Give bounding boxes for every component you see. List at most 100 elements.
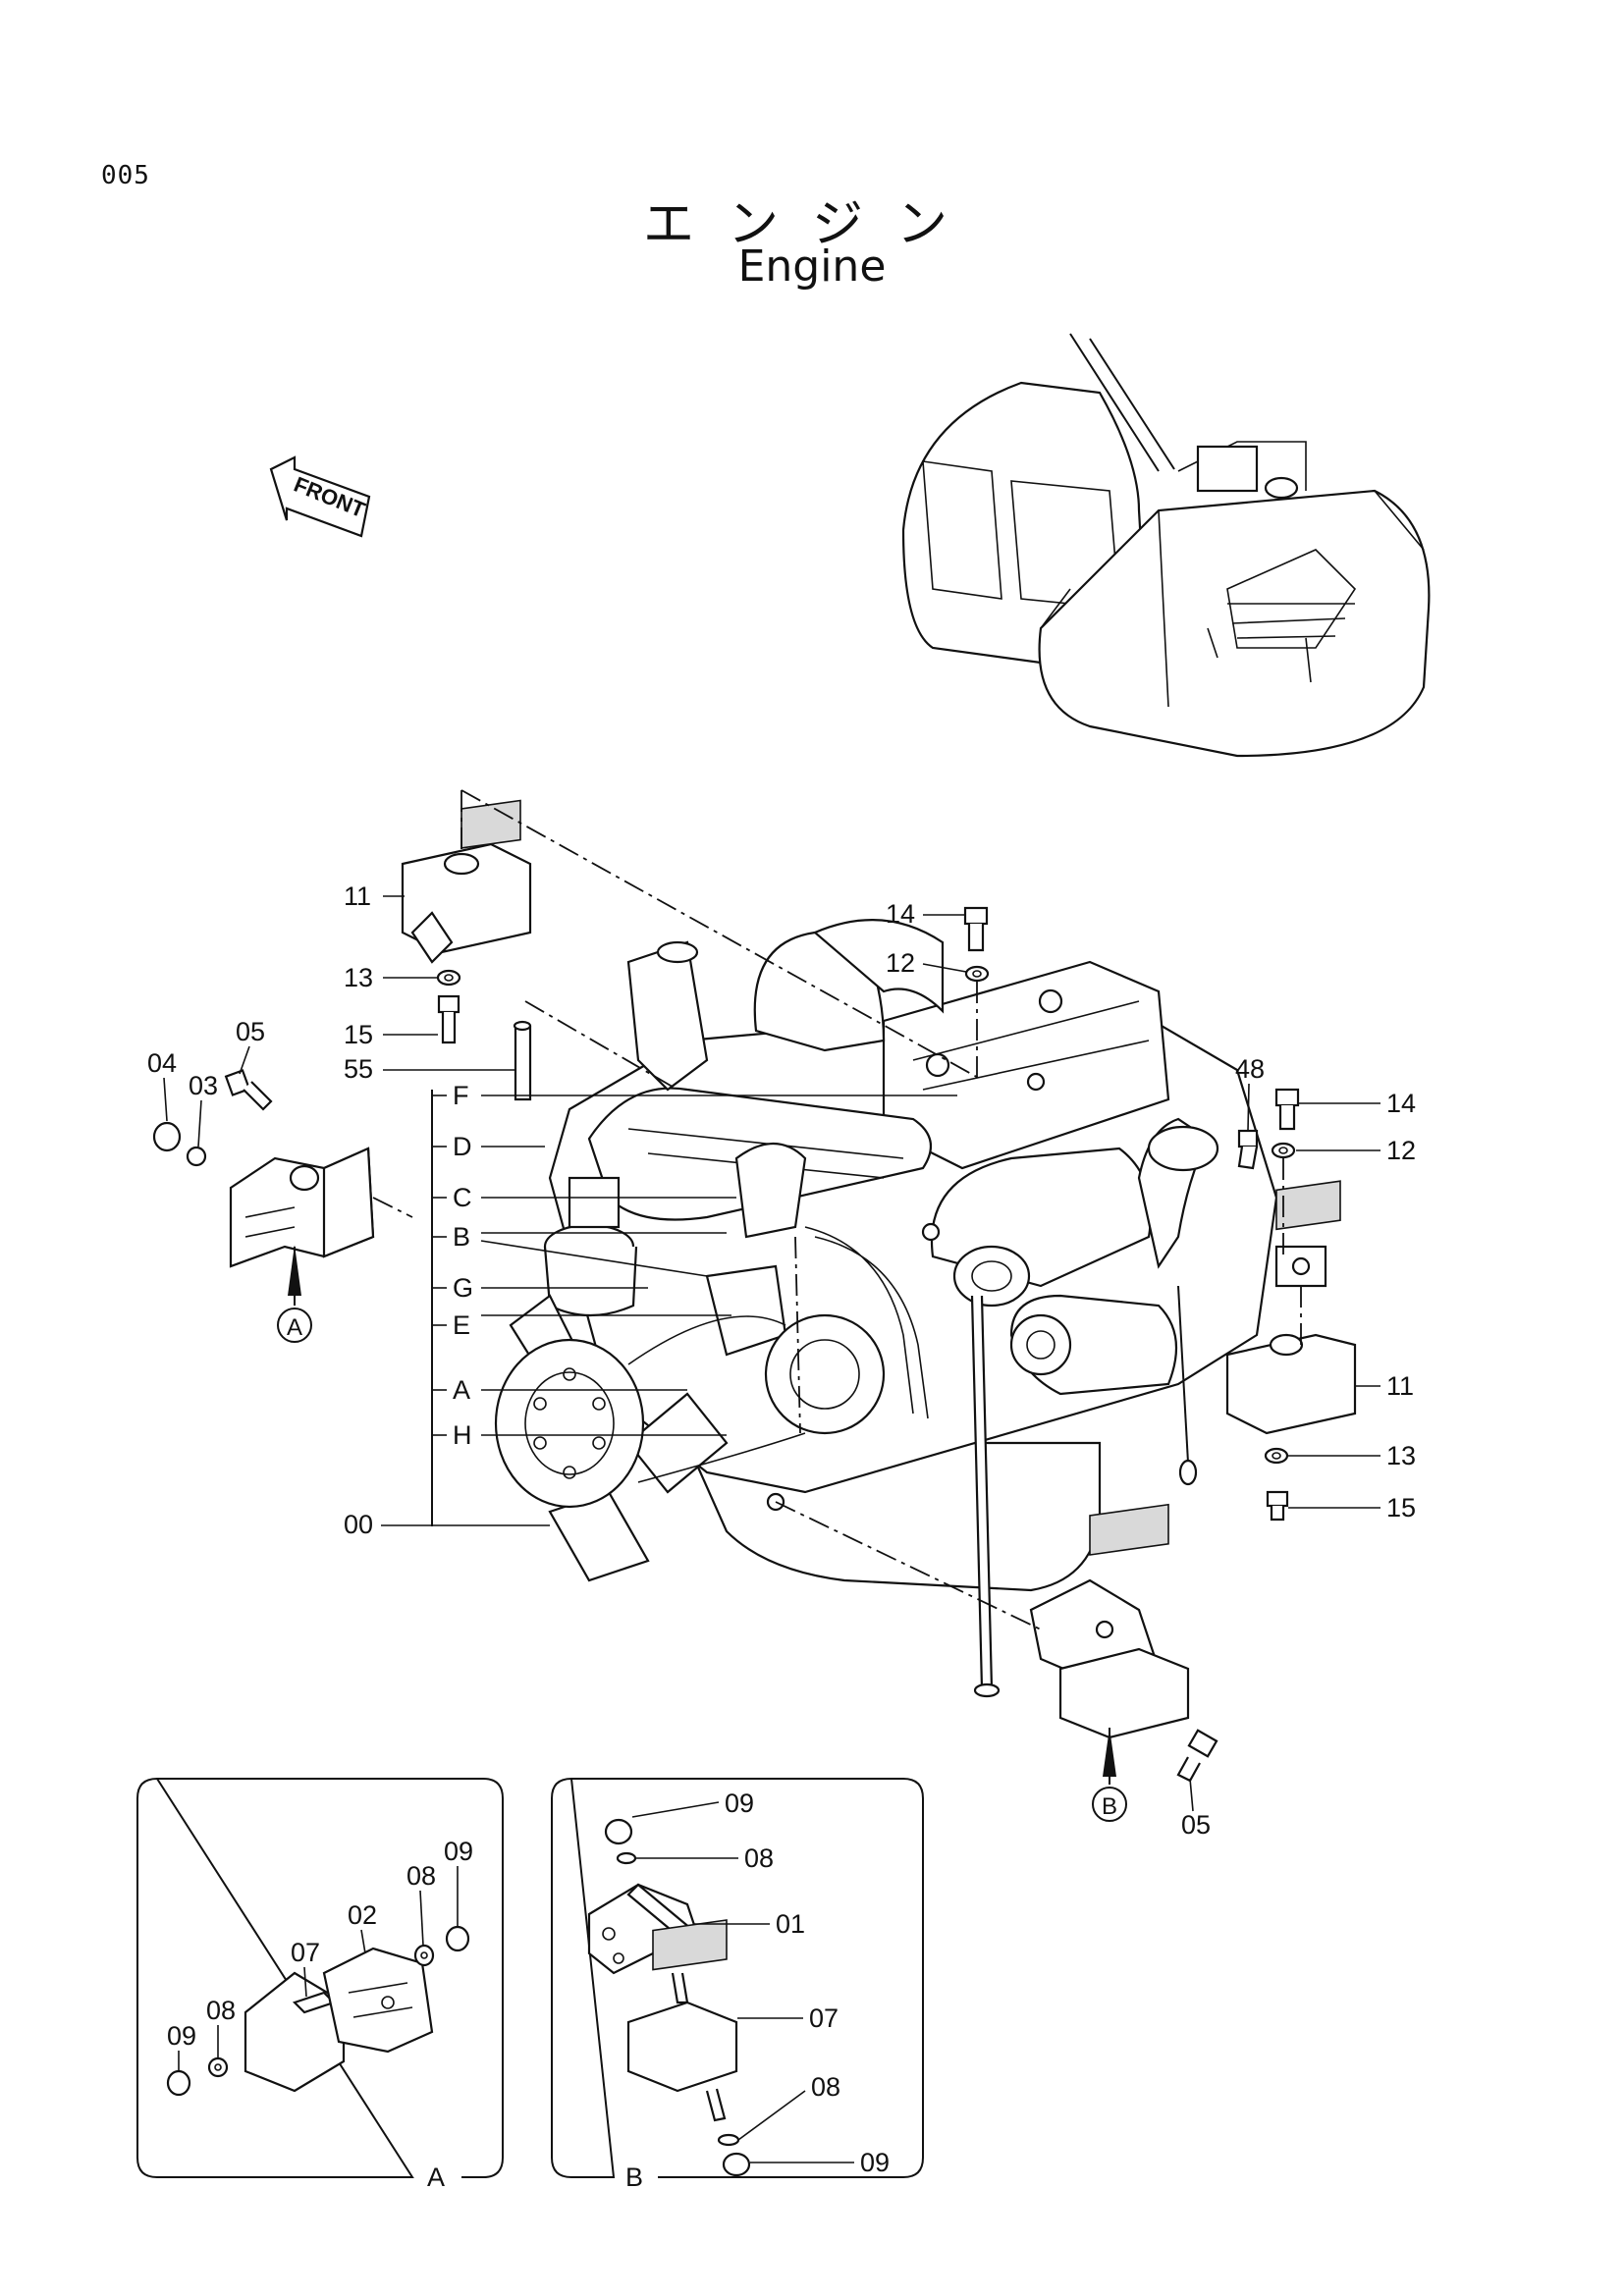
letter-label: G (453, 1273, 473, 1303)
callout-11-top: 11 (344, 881, 405, 911)
engine-assembly-illustration (494, 919, 1278, 1698)
bolt-14-top (963, 906, 989, 952)
excavator-overview-illustration (901, 333, 1431, 758)
detail-a-label: 08 (206, 1996, 236, 2025)
letter-label: D (453, 1132, 472, 1161)
callout-03: 03 (189, 1071, 218, 1148)
callout-12-top: 12 (886, 948, 967, 978)
callout-12-right: 12 (1296, 1136, 1416, 1165)
callout-15-top: 15 (344, 1020, 438, 1049)
detail-b-label: 07 (809, 2003, 839, 2033)
callout-label: 04 (147, 1048, 177, 1078)
detail-b-box: B 09 08 01 (551, 1777, 924, 2192)
detail-a-label: 02 (348, 1900, 377, 1930)
detail-a-label: 08 (406, 1861, 436, 1891)
callout-label: 12 (886, 948, 915, 978)
marker-b: B (1092, 1728, 1127, 1822)
callout-05-right: 05 (1181, 1778, 1211, 1840)
detail-a-label: 09 (444, 1837, 473, 1866)
detail-b-label: 09 (725, 1789, 754, 1818)
detail-b-mount-rubber-07 (626, 1919, 738, 2122)
washer-12-top (964, 965, 990, 983)
engine-mount-rubber-top-left (401, 799, 532, 964)
callout-55: 55 (344, 1054, 514, 1084)
engine-mount-rubber-right (1225, 1180, 1357, 1435)
callout-label: 14 (886, 899, 915, 929)
callout-label: 03 (189, 1071, 218, 1100)
letter-callout-f: F (432, 1081, 957, 1110)
detail-b-nut-09-bottom (722, 2152, 751, 2177)
callout-04: 04 (147, 1048, 177, 1122)
letter-callout-b: B (432, 1222, 727, 1277)
callout-label: 11 (344, 881, 371, 911)
detail-a-washer-08-right (413, 1944, 435, 1967)
bolt-15-right (1266, 1490, 1289, 1522)
detail-b-washer-08-bottom (717, 2133, 740, 2147)
left-mount-bracket-assembly (229, 1147, 375, 1268)
marker-a: A (277, 1245, 312, 1343)
bolt-14-right (1274, 1088, 1300, 1131)
letter-callout-e: E (432, 1310, 731, 1340)
callout-11-right: 11 (1356, 1371, 1414, 1401)
callout-label: 13 (344, 963, 373, 992)
front-arrow: FRONT (269, 455, 371, 538)
detail-a-label: 07 (291, 1938, 320, 1967)
letter-callout-d: D (432, 1132, 545, 1161)
detail-a-label: 09 (167, 2021, 196, 2051)
detail-a-bracket-02 (322, 1947, 434, 2054)
front-mount-bracket-b (1029, 1503, 1190, 1739)
letter-callout-g: G (432, 1273, 648, 1303)
callout-14-top: 14 (886, 899, 964, 929)
detail-a-nut-09-left (166, 2069, 191, 2097)
detail-b-label: 08 (744, 1843, 774, 1873)
callout-14-right: 14 (1299, 1089, 1416, 1118)
callout-15-right: 15 (1288, 1493, 1416, 1522)
marker-a-label: A (287, 1314, 302, 1341)
callout-13-top: 13 (344, 963, 437, 992)
callout-label: 05 (1181, 1810, 1211, 1840)
callout-label: 55 (344, 1054, 373, 1084)
washer-13-right (1264, 1447, 1289, 1465)
detail-a-box: A 09 08 07 02 (136, 1777, 504, 2192)
detail-b-washer-08-top (616, 1851, 637, 1865)
detail-b-label: 09 (860, 2148, 890, 2177)
page-code: 005 (101, 161, 150, 190)
callout-label: 00 (344, 1510, 373, 1539)
callout-label: 15 (344, 1020, 373, 1049)
letter-callout-c: C (432, 1183, 736, 1212)
detail-b-label: 01 (776, 1909, 805, 1939)
detail-b-caption: B (625, 2163, 643, 2192)
letter-label: H (453, 1420, 472, 1450)
callout-label: 11 (1386, 1371, 1414, 1401)
reference-center-lines (372, 789, 1302, 1630)
fitting-48 (1237, 1129, 1259, 1170)
detail-b-nut-09-top (604, 1818, 633, 1845)
callout-05-left: 05 (236, 1017, 265, 1075)
detail-a-washer-08-left (207, 2056, 229, 2078)
letter-callout-a: A (432, 1375, 687, 1405)
letter-label: E (453, 1310, 470, 1340)
bolt-05-left (224, 1069, 273, 1111)
washer-13-top (436, 969, 461, 987)
letter-label: A (453, 1375, 470, 1405)
stud-55 (513, 1020, 532, 1101)
callout-48: 48 (1235, 1054, 1265, 1132)
letter-callout-h: H (432, 1420, 727, 1450)
washer-03 (186, 1146, 207, 1167)
callout-label: 14 (1386, 1089, 1416, 1118)
detail-a-nut-09-right (445, 1925, 470, 1952)
bolt-15-top (437, 994, 460, 1044)
callout-label: 13 (1386, 1441, 1416, 1470)
detail-a-mount-rubber-07 (244, 1971, 346, 2093)
callout-label: 15 (1386, 1493, 1416, 1522)
letter-label: C (453, 1183, 472, 1212)
bolt-05-right (1176, 1729, 1218, 1783)
title-japanese: エンジン (642, 195, 981, 254)
marker-b-label: B (1102, 1793, 1117, 1820)
nut-04 (152, 1121, 182, 1152)
callout-13-right: 13 (1288, 1441, 1416, 1470)
callout-label: 48 (1235, 1054, 1265, 1084)
title-english: Engine (737, 241, 887, 292)
